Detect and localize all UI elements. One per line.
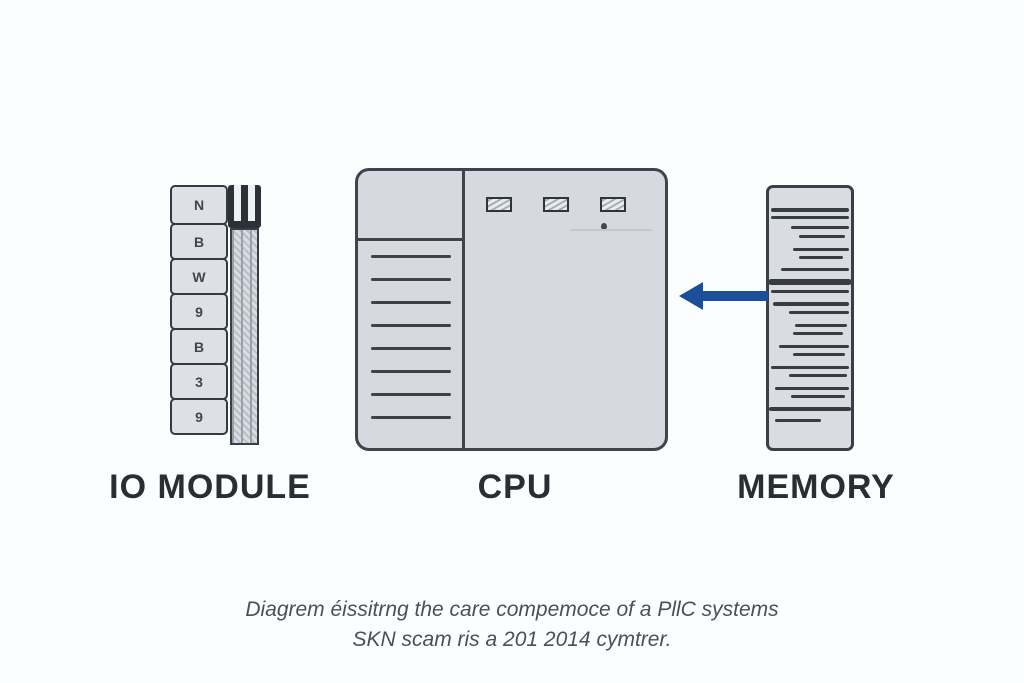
memory-row-19 xyxy=(769,407,851,411)
memory-label: MEMORY xyxy=(737,468,895,506)
memory-row-11 xyxy=(795,324,847,327)
memory-row-15 xyxy=(771,366,849,369)
memory-row-0 xyxy=(771,208,849,212)
memory-row-16 xyxy=(789,374,847,377)
memory-row-12 xyxy=(793,332,843,335)
cpu-faint-line xyxy=(570,229,652,231)
io-module-top-cap xyxy=(228,185,261,228)
cpu-horizontal-divider xyxy=(358,238,462,241)
cpu-line-0 xyxy=(371,255,451,258)
caption-line-1: Diagrem éissitrng the care compemoce of … xyxy=(245,598,779,621)
memory-row-2 xyxy=(791,226,849,229)
cpu-terminal-lines xyxy=(371,255,451,439)
memory-to-cpu-arrow-head xyxy=(679,282,703,310)
cpu-label: CPU xyxy=(477,468,553,506)
cpu-vertical-divider xyxy=(462,171,465,448)
cpu-line-4 xyxy=(371,347,451,350)
memory-row-5 xyxy=(799,256,843,259)
memory-row-13 xyxy=(779,345,849,348)
io-cell-5: 3 xyxy=(170,363,228,400)
io-module-side-strip xyxy=(228,185,261,445)
cpu-line-1 xyxy=(371,278,451,281)
io-module-hatched-strip xyxy=(230,228,259,445)
memory-row-6 xyxy=(781,268,849,271)
cpu-line-2 xyxy=(371,301,451,304)
cpu-line-6 xyxy=(371,393,451,396)
memory-row-18 xyxy=(791,395,845,398)
caption-line-2: SKN scam ris a 201 2014 cymtrer. xyxy=(352,628,672,651)
cpu-block xyxy=(355,168,668,451)
memory-row-10 xyxy=(789,311,849,314)
memory-row-9 xyxy=(773,302,849,306)
io-cell-0: N xyxy=(170,185,228,225)
io-cell-6: 9 xyxy=(170,398,228,435)
io-module-label: IO MODULE xyxy=(109,468,311,506)
io-cell-4: B xyxy=(170,328,228,365)
memory-row-4 xyxy=(793,248,849,251)
memory-block xyxy=(766,185,854,451)
memory-row-7 xyxy=(769,279,851,285)
memory-row-3 xyxy=(799,235,845,238)
memory-row-1 xyxy=(771,216,849,219)
cpu-indicator-leds xyxy=(486,197,636,212)
cpu-indicator-2 xyxy=(600,197,626,212)
io-cell-3: 9 xyxy=(170,293,228,330)
io-cell-1: B xyxy=(170,223,228,260)
cpu-line-7 xyxy=(371,416,451,419)
memory-row-17 xyxy=(775,387,849,390)
memory-to-cpu-arrow-tail xyxy=(699,291,768,301)
memory-row-8 xyxy=(771,290,849,293)
cpu-line-3 xyxy=(371,324,451,327)
io-cell-2: W xyxy=(170,258,228,295)
memory-row-20 xyxy=(775,419,821,422)
caption: Diagrem éissitrng the care compemoce of … xyxy=(0,595,1024,655)
cpu-small-dot xyxy=(601,223,607,230)
memory-row-14 xyxy=(793,353,845,356)
cpu-line-5 xyxy=(371,370,451,373)
cpu-indicator-0 xyxy=(486,197,512,212)
cpu-indicator-1 xyxy=(543,197,569,212)
